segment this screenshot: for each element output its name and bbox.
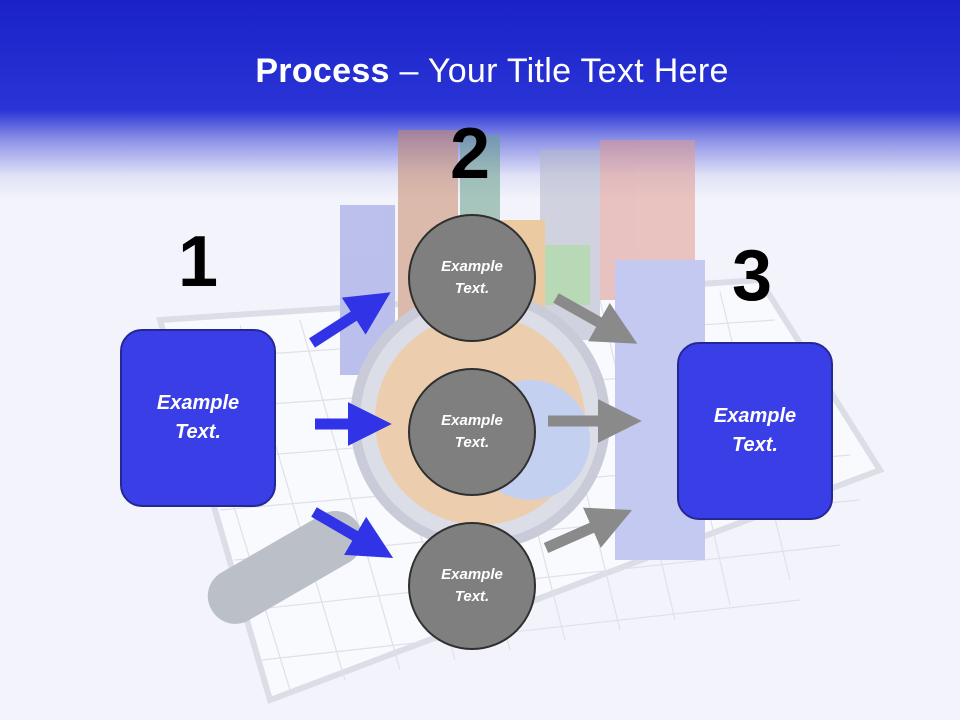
circle-1: Example Text. [408, 214, 536, 342]
step-number-2: 2 [450, 114, 491, 194]
circle-3-text: Example Text. [441, 565, 503, 606]
circle-2: Example Text. [408, 368, 536, 496]
arrow-box1-to-circle1 [309, 292, 391, 348]
box-step-3: Example Text. [677, 342, 833, 520]
step-number-1: 1 [178, 222, 219, 302]
step-number-3: 3 [732, 236, 773, 316]
arrow-circle3-to-box3 [543, 507, 633, 554]
title-rest: – Your Title Text Here [389, 52, 729, 90]
circle-1-text: Example Text. [441, 257, 503, 298]
box-step-3-text: Example Text. [713, 405, 797, 456]
title-bold: Process [255, 52, 390, 90]
arrow-circle1-to-box3 [553, 293, 638, 344]
page-title: Process – Your Title Text Here [0, 52, 960, 91]
box-step-1: Example Text. [120, 329, 276, 507]
box-step-1-text: Example Text. [156, 392, 240, 443]
circle-3: Example Text. [408, 522, 536, 650]
circle-2-text: Example Text. [441, 411, 503, 452]
arrow-box1-to-circle3 [311, 507, 394, 558]
